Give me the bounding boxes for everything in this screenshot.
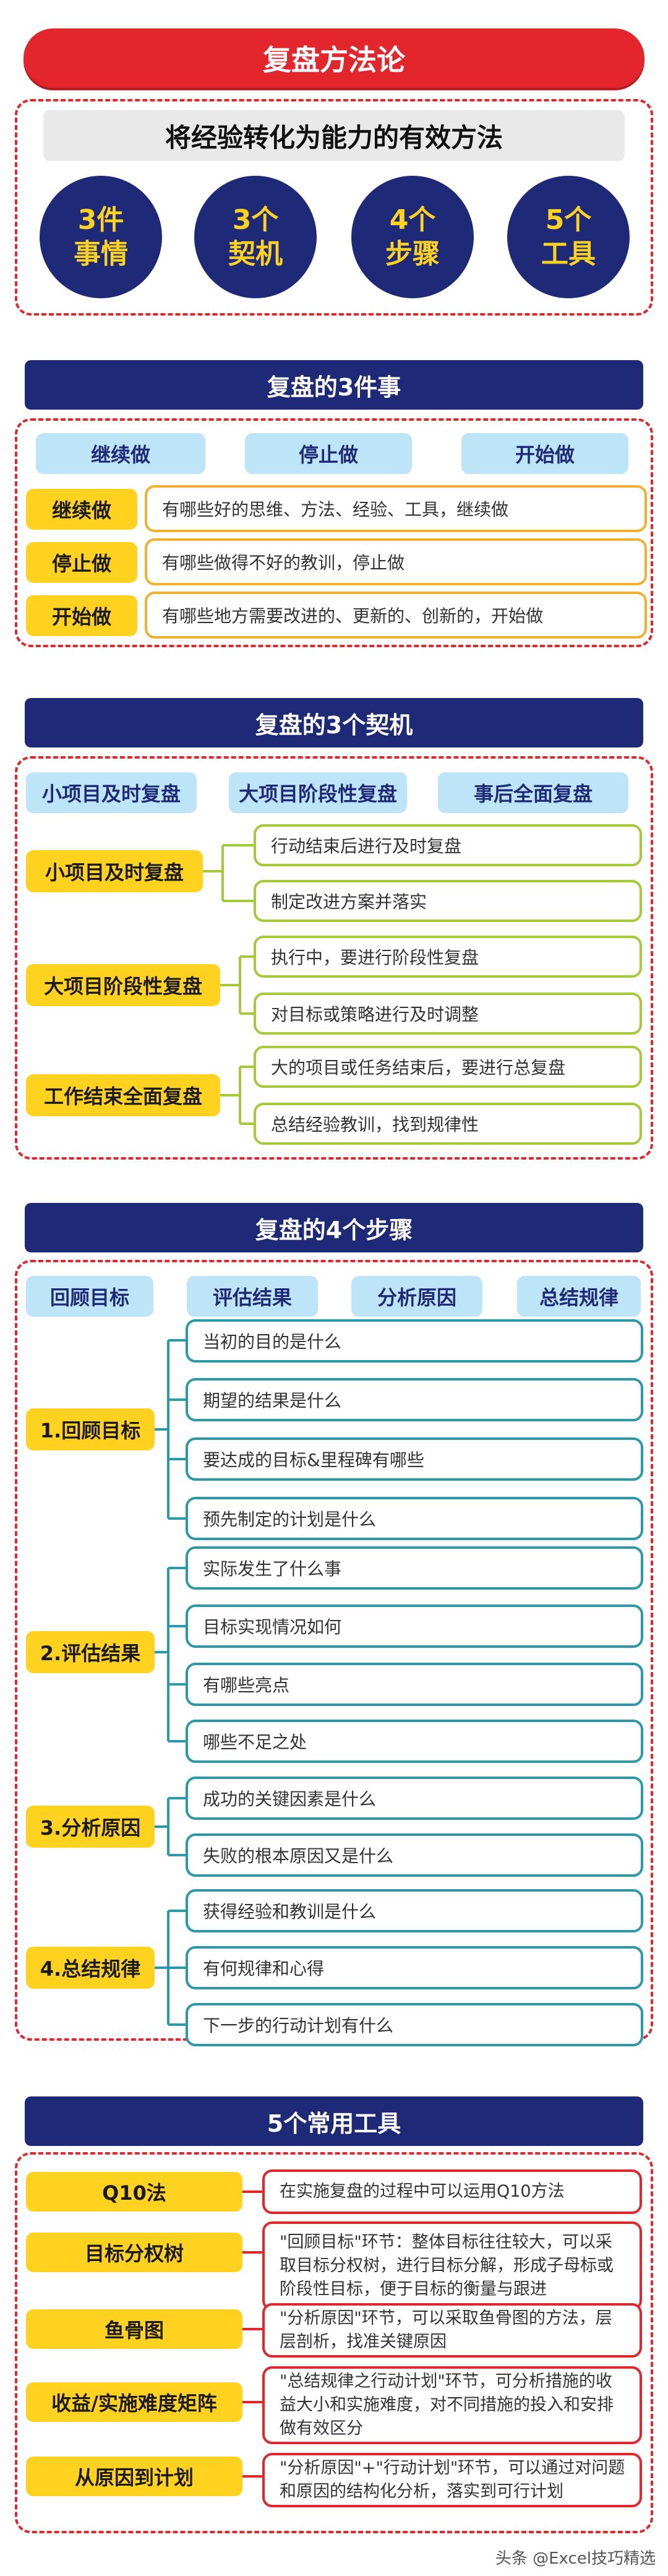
circle-three-occasions: 3个 契机 (194, 176, 317, 298)
col-head-after-review: 事后全面复盘 (438, 772, 628, 813)
step-item: 预先制定的计划是什么 (186, 1497, 643, 1540)
occasion-item: 大的项目或任务结束后，要进行总复盘 (254, 1046, 642, 1088)
step-item: 获得经验和教训是什么 (186, 1889, 643, 1932)
tag-big-project: 大项目阶段性复盘 (26, 964, 220, 1006)
step-item: 目标实现情况如何 (186, 1605, 643, 1648)
circle-line1: 3件 (77, 204, 124, 236)
step-item: 有哪些亮点 (186, 1663, 643, 1706)
circle-line1: 3个 (232, 204, 279, 236)
tool-desc: "回顾目标"环节：整体目标往往较大，可以采取目标分权树，进行目标分解，形成子母标… (262, 2221, 642, 2311)
tag-tool-goal-tree: 目标分权树 (26, 2233, 242, 2272)
tag-small-project: 小项目及时复盘 (26, 850, 203, 892)
col-head-review-goal: 回顾目标 (26, 1276, 153, 1317)
three-occasions-header: 复盘的3个契机 (25, 698, 643, 747)
intro-subtitle: 将经验转化为能力的有效方法 (43, 110, 625, 161)
tag-full-review: 工作结束全面复盘 (26, 1074, 220, 1116)
col-head-stop: 停止做 (245, 433, 412, 474)
circle-line1: 4个 (389, 204, 436, 236)
occasion-item: 行动结束后进行及时复盘 (254, 824, 642, 866)
col-head-evaluate-result: 评估结果 (187, 1276, 318, 1317)
col-head-small-project: 小项目及时复盘 (26, 772, 197, 813)
tag-step-evaluate-result: 2.评估结果 (26, 1631, 155, 1673)
tag-start: 开始做 (26, 595, 137, 636)
five-tools-header: 5个常用工具 (25, 2096, 643, 2146)
occasion-item: 制定改进方案并落实 (254, 880, 642, 922)
step-item: 失败的根本原因又是什么 (186, 1833, 643, 1877)
circle-line2: 步骤 (385, 238, 440, 270)
occasion-item: 对目标或策略进行及时调整 (254, 993, 642, 1035)
tag-tool-cause-to-plan: 从原因到计划 (26, 2457, 242, 2496)
circle-three-things: 3件 事情 (40, 176, 162, 298)
circle-line2: 契机 (228, 238, 283, 270)
page-title: 复盘方法论 (24, 28, 644, 88)
row-start: 有哪些地方需要改进的、更新的、创新的，开始做 (145, 592, 647, 639)
tag-step-summarize-rule: 4.总结规律 (26, 1947, 155, 1989)
watermark: 头条 @Excel技巧精选 (495, 2549, 656, 2568)
occasion-item: 总结经验教训，找到规律性 (254, 1103, 642, 1145)
circle-line1: 5个 (545, 204, 592, 236)
circle-four-steps: 4个 步骤 (351, 176, 474, 298)
tag-step-analyze-cause: 3.分析原因 (26, 1806, 155, 1848)
col-head-big-project: 大项目阶段性复盘 (229, 772, 407, 813)
circle-five-tools: 5个 工具 (507, 176, 630, 298)
col-head-start: 开始做 (461, 433, 628, 474)
tag-continue: 继续做 (26, 489, 137, 530)
step-item: 期望的结果是什么 (186, 1378, 643, 1421)
tag-tool-q10: Q10法 (26, 2172, 242, 2212)
circle-line2: 工具 (541, 238, 596, 270)
tag-tool-fishbone: 鱼骨图 (26, 2309, 242, 2349)
four-steps-header: 复盘的4个步骤 (25, 1203, 643, 1252)
circle-line2: 事情 (74, 238, 128, 270)
step-item: 有何规律和心得 (186, 1946, 643, 1989)
col-head-summarize-rule: 总结规律 (517, 1276, 641, 1317)
step-item: 成功的关键因素是什么 (186, 1777, 643, 1820)
col-head-continue: 继续做 (36, 433, 205, 474)
step-item: 哪些不足之处 (186, 1720, 643, 1763)
row-stop: 有哪些做得不好的教训，停止做 (145, 538, 647, 585)
step-item: 当初的目的是什么 (186, 1319, 643, 1363)
step-item: 要达成的目标&里程碑有哪些 (186, 1437, 643, 1481)
col-head-analyze-cause: 分析原因 (351, 1276, 482, 1317)
tag-step-review-goal: 1.回顾目标 (26, 1408, 155, 1450)
tool-desc: "分析原因"+"行动计划"环节，可以通过对问题和原因的结构化分析，落实到可行计划 (262, 2453, 642, 2507)
three-things-header: 复盘的3件事 (25, 360, 643, 410)
step-item: 下一步的行动计划有什么 (186, 2003, 643, 2046)
occasion-item: 执行中，要进行阶段性复盘 (254, 936, 642, 978)
tool-desc: "总结规律之行动计划"环节，可分析措施的收益大小和实施难度，对不同措施的投入和安… (262, 2366, 642, 2444)
step-item: 实际发生了什么事 (186, 1546, 643, 1590)
tag-tool-matrix: 收益/实施难度矩阵 (26, 2382, 242, 2422)
row-continue: 有哪些好的思维、方法、经验、工具，继续做 (145, 485, 647, 532)
tool-desc: 在实施复盘的过程中可以运用Q10方法 (262, 2169, 642, 2214)
tool-desc: "分析原因"环节，可以采取鱼骨图的方法，层层剖析，找准关键原因 (262, 2303, 642, 2358)
tag-stop: 停止做 (26, 542, 137, 583)
